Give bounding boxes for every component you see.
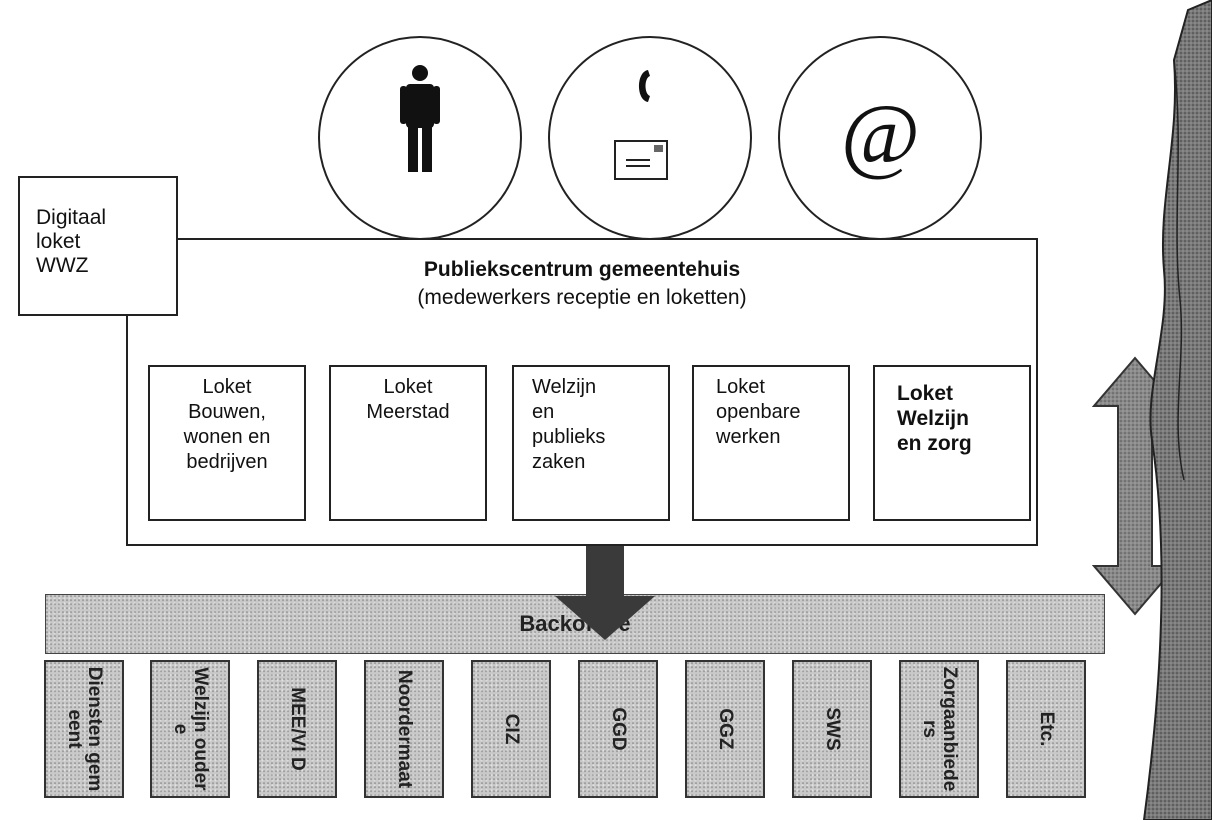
at-symbol-icon: @	[840, 86, 920, 182]
backoffice-item-zorgaanbieders: Zorgaanbieders	[899, 660, 979, 798]
channel-email-circle: @	[778, 36, 982, 240]
backoffice-item-sws: SWS	[792, 660, 872, 798]
backoffice-item-label: Zorgaanbieders	[919, 666, 960, 792]
backoffice-item-noordermaat: Noordermaat	[364, 660, 444, 798]
backoffice-item-label: SWS	[822, 707, 843, 751]
backoffice-item-ggz: GGZ	[685, 660, 765, 798]
digital-loket-box: Digitaal loket WWZ	[18, 176, 178, 316]
down-arrow-icon	[555, 546, 655, 640]
channel-in-person-circle	[318, 36, 522, 240]
loket-line: Loket	[202, 376, 252, 398]
backoffice-item-label: GGD	[608, 707, 629, 751]
backoffice-item-label: Noordermaat	[394, 669, 415, 789]
channel-phone-mail-circle	[548, 36, 752, 240]
loket-line: Loket	[383, 376, 433, 398]
loket-line: Welzijn	[532, 376, 597, 398]
person-icon	[400, 65, 440, 172]
loket-meerstad: Loket Meerstad	[329, 365, 487, 521]
digital-loket-line: Digitaal	[36, 206, 107, 229]
loket-line: en zorg	[897, 432, 972, 455]
loket-line: Loket	[716, 376, 765, 398]
backoffice-item-etc: Etc.	[1006, 660, 1086, 798]
loket-line: publieks	[532, 426, 606, 448]
loket-line: en	[532, 401, 555, 423]
loket-line: bedrijven	[186, 451, 268, 473]
digital-loket-line: loket	[36, 230, 81, 253]
loket-line: Loket	[897, 382, 954, 405]
loket-line: Welzijn	[897, 407, 969, 430]
phone-icon	[639, 70, 650, 102]
backoffice-item-welzijn: Welzijn oudere	[150, 660, 230, 798]
loket-line: Bouwen,	[188, 401, 266, 423]
curved-arrow-icon	[1142, 0, 1212, 820]
backoffice-item-label: CIZ	[501, 713, 522, 745]
backoffice-item-label: GGZ	[715, 708, 736, 750]
backoffice-item-ciz: CIZ	[471, 660, 551, 798]
backoffice-item-ggd: GGD	[578, 660, 658, 798]
backoffice-item-mee: MEE/VI D	[257, 660, 337, 798]
loket-welzijn-zorg: Loket Welzijn en zorg	[873, 365, 1031, 521]
loket-line: zaken	[532, 451, 586, 473]
backoffice-item-label: Diensten gemeent	[64, 666, 105, 792]
digital-loket-line: WWZ	[36, 254, 89, 277]
backoffice-item-label: Etc.	[1036, 711, 1057, 747]
backoffice-item-diensten: Diensten gemeent	[44, 660, 124, 798]
loket-line: wonen en	[183, 426, 271, 448]
loket-line: Meerstad	[366, 401, 450, 423]
envelope-icon	[614, 140, 668, 180]
loket-line: openbare	[716, 401, 801, 423]
publiekscentrum-title: Publiekscentrum gemeentehuis	[423, 258, 741, 281]
loket-openbare-werken: Loket openbare werken	[692, 365, 850, 521]
publiekscentrum-subtitle: (medewerkers receptie en loketten)	[417, 286, 747, 309]
loket-welzijn-publiekszaken: Welzijn en publieks zaken	[512, 365, 670, 521]
loket-line: werken	[716, 426, 781, 448]
loket-bouwen-wonen: Loket Bouwen, wonen en bedrijven	[148, 365, 306, 521]
backoffice-item-label: Welzijn oudere	[170, 667, 211, 791]
backoffice-item-label: MEE/VI D	[287, 687, 308, 771]
